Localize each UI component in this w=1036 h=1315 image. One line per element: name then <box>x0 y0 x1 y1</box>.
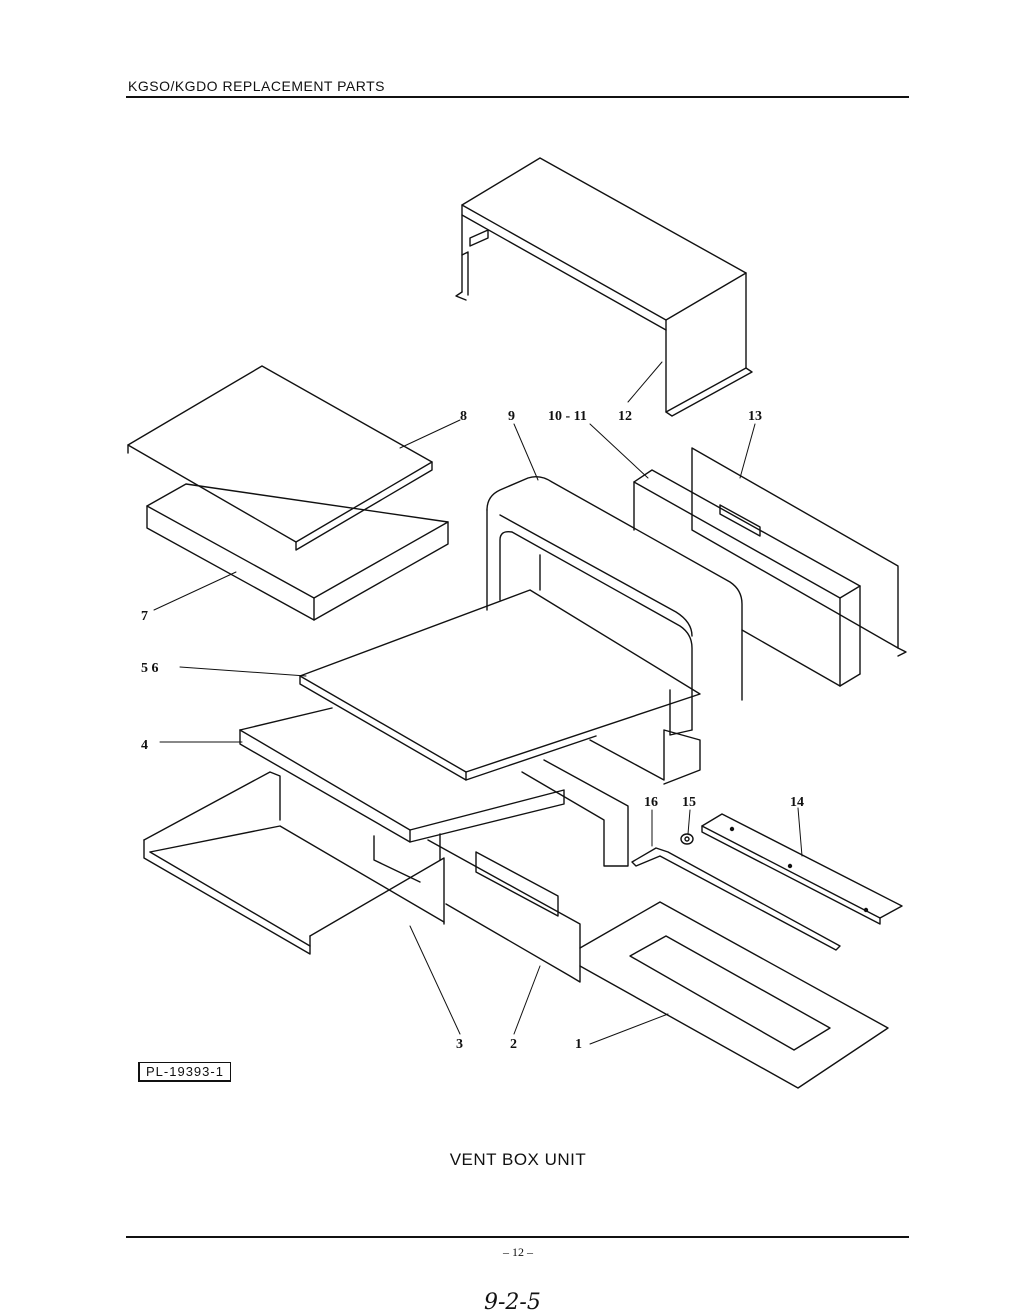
callout-12: 12 <box>618 409 632 424</box>
part-12-top-cover <box>455 157 753 417</box>
part-5-6-shelf-plate <box>299 589 701 781</box>
part-9-frame <box>486 475 743 736</box>
part-7-insulation-block <box>146 483 449 621</box>
handwritten-note: 9-2-5 <box>484 1290 541 1315</box>
callout-7: 7 <box>141 609 148 624</box>
leader-lines <box>153 361 803 1045</box>
callout-15: 15 <box>682 795 696 810</box>
callout-labels: 1 2 3 4 5 6 7 8 9 10 - 11 12 13 14 15 16 <box>141 409 804 1052</box>
callout-16: 16 <box>644 795 658 810</box>
callout-4: 4 <box>141 738 148 753</box>
part-10-11-side-panel <box>633 469 861 687</box>
part-2-side-plate <box>427 833 581 983</box>
part-3-base-pan <box>143 771 445 955</box>
part-1-base-frame <box>579 901 889 1089</box>
page-header-title: KGSO/KGDO REPLACEMENT PARTS <box>128 78 386 94</box>
callout-9: 9 <box>508 409 515 424</box>
callout-2: 2 <box>510 1037 517 1052</box>
part-15-washer <box>680 833 694 845</box>
callout-10-11: 10 - 11 <box>548 409 587 424</box>
callout-13: 13 <box>748 409 762 424</box>
page-number: – 12 – <box>503 1245 533 1259</box>
diagram-caption: VENT BOX UNIT <box>449 1150 587 1169</box>
callout-3: 3 <box>456 1037 463 1052</box>
part-16-rod <box>631 847 841 951</box>
callout-14: 14 <box>790 795 804 810</box>
part-8-top-panel <box>127 365 433 551</box>
drawing-reference-code: PL-19393-1 <box>138 1062 231 1082</box>
part-14-bracket-rail <box>701 813 903 925</box>
part-13-back-panel <box>691 447 907 657</box>
callout-5-6: 5 6 <box>141 661 159 676</box>
part-4-lower-shelf <box>239 707 701 867</box>
footer-rule <box>126 1236 909 1238</box>
callout-1: 1 <box>575 1037 582 1052</box>
callout-8: 8 <box>460 409 467 424</box>
header-rule <box>126 96 909 98</box>
